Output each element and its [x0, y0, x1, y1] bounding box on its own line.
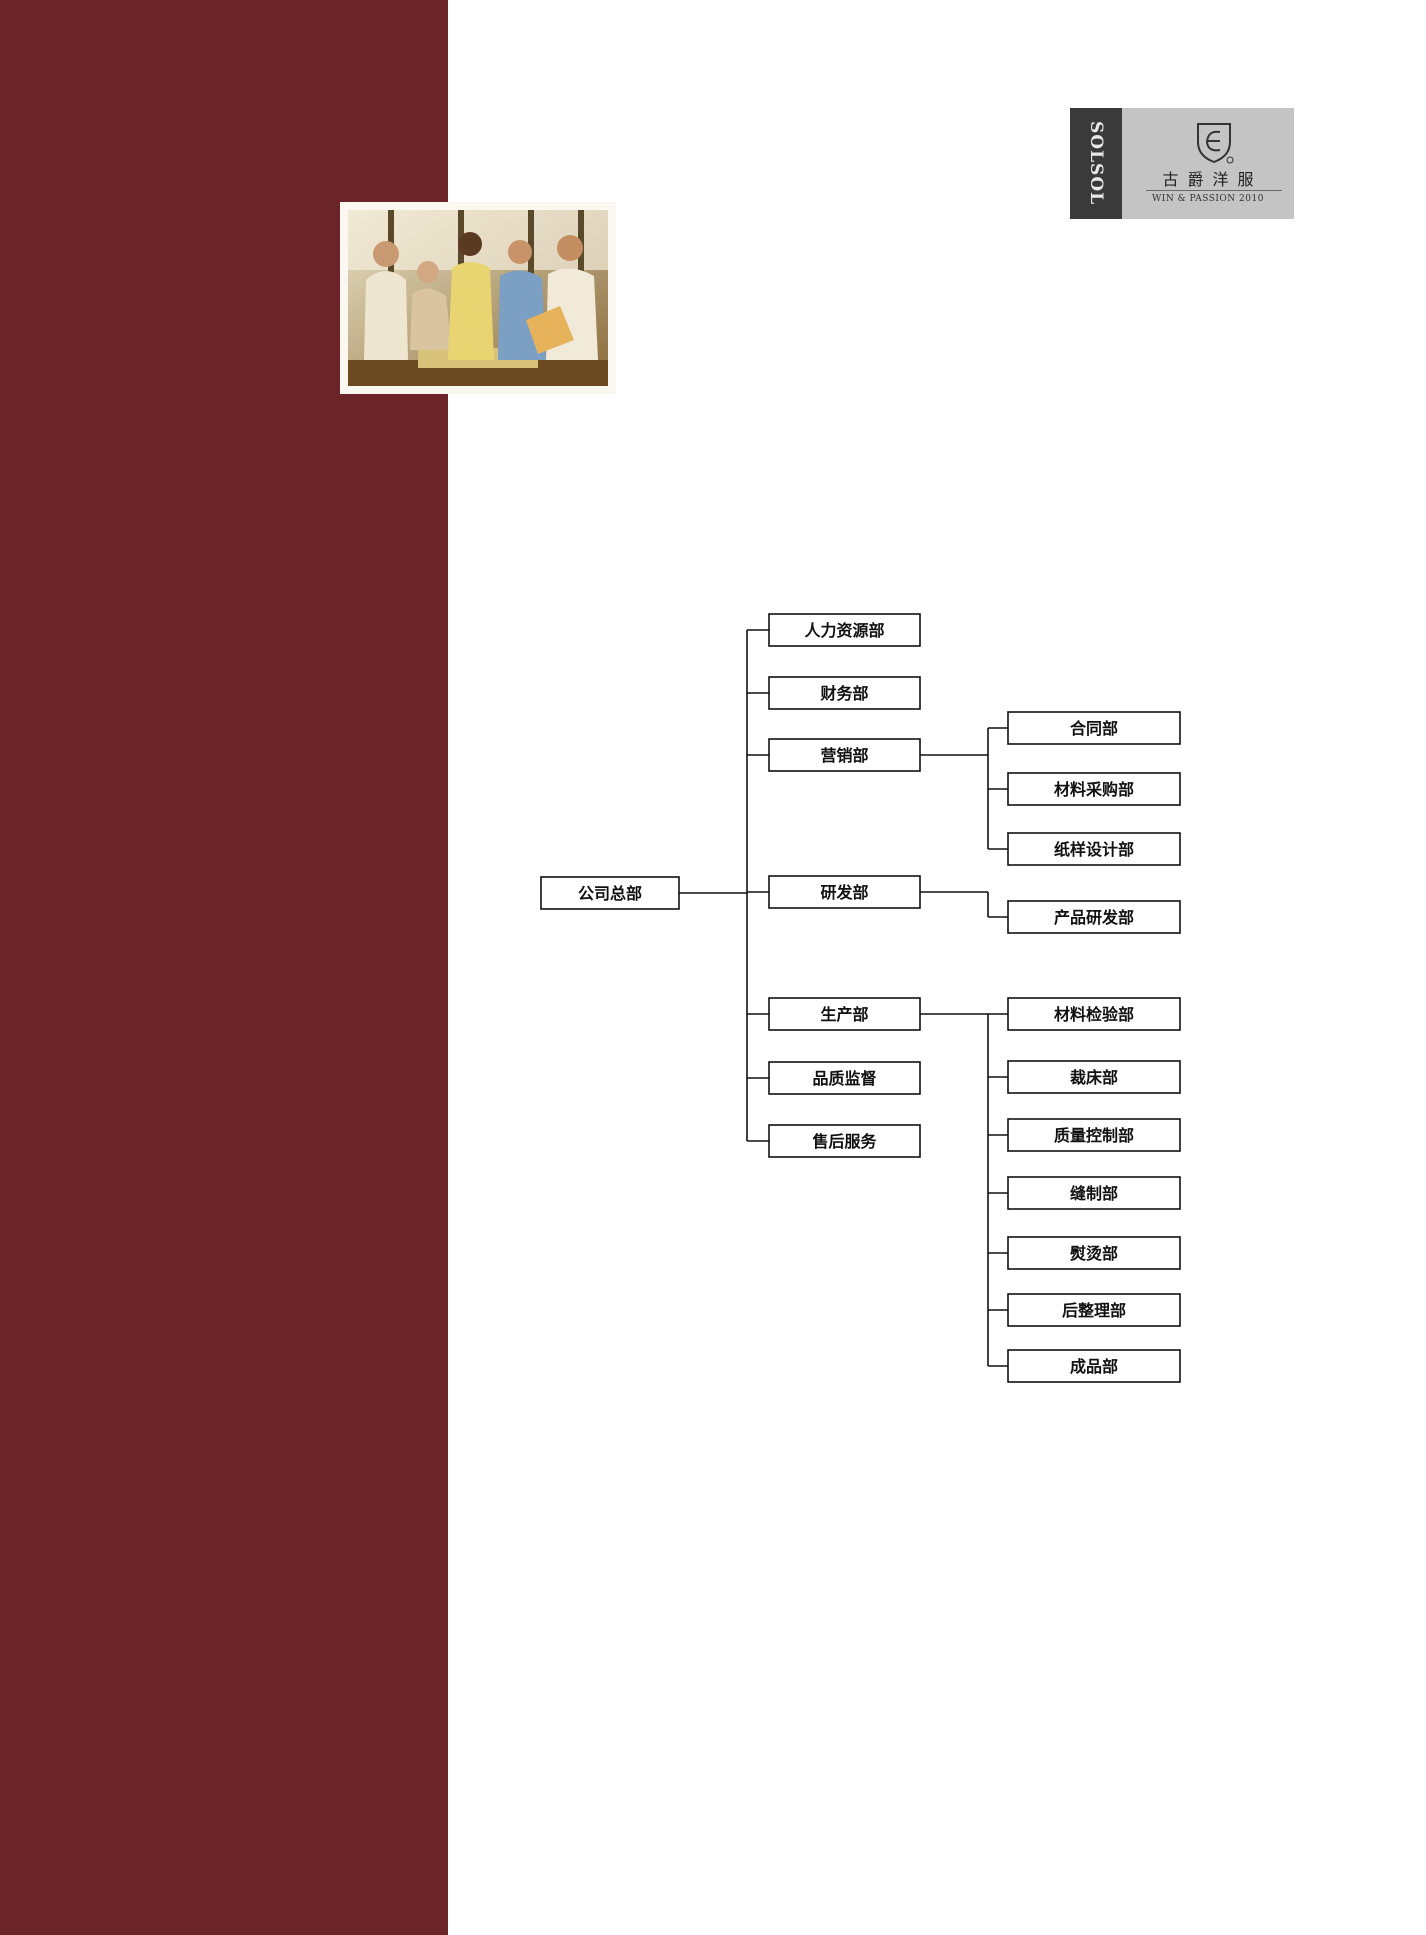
logo-divider	[1146, 190, 1282, 191]
node-label: 熨烫部	[1070, 1244, 1118, 1263]
node-box	[768, 738, 921, 772]
node-box	[768, 1061, 921, 1095]
node-department: 研发部	[768, 875, 921, 909]
business-team-photo-icon	[348, 210, 608, 386]
logo-brand-vertical: SOLSOL	[1086, 121, 1106, 206]
node-department: 售后服务	[768, 1124, 921, 1158]
node-box	[1007, 1236, 1181, 1270]
node-department: 营销部	[768, 738, 921, 772]
node-label: 生产部	[820, 1005, 868, 1024]
node-box	[1007, 1118, 1181, 1152]
node-label: 人力资源部	[804, 621, 884, 640]
node-box	[768, 613, 921, 647]
node-box	[1007, 1060, 1181, 1094]
node-label: 营销部	[820, 746, 868, 765]
node-box	[768, 1124, 921, 1158]
logo-tagline: WIN & PASSION 2010	[1152, 194, 1264, 204]
node-subdepartment: 熨烫部	[1007, 1236, 1181, 1270]
node-subdepartment: 材料检验部	[1007, 997, 1181, 1031]
node-box	[768, 875, 921, 909]
node-box	[1007, 1176, 1181, 1210]
node-box	[768, 676, 921, 710]
node-box	[1007, 1293, 1181, 1327]
node-subdepartment: 材料采购部	[1007, 772, 1181, 806]
node-label: 财务部	[819, 684, 868, 703]
node-department: 人力资源部	[768, 613, 921, 647]
node-label: 产品研发部	[1054, 908, 1134, 927]
node-subdepartment: 纸样设计部	[1007, 832, 1181, 866]
node-label: 材料检验部	[1054, 1005, 1134, 1024]
logo-strip	[1070, 108, 1122, 219]
node-subdepartment: 后整理部	[1007, 1293, 1181, 1327]
node-box	[1007, 900, 1181, 934]
node-subdepartment: 产品研发部	[1007, 900, 1181, 934]
node-label: 合同部	[1070, 719, 1118, 738]
node-subdepartment: 成品部	[1007, 1349, 1181, 1383]
brand-logo: SOLSOL 古爵洋服 WIN & PASSION 2010	[1070, 108, 1294, 219]
node-label: 研发部	[820, 883, 868, 902]
node-box	[1007, 772, 1181, 806]
org-chart-connectors	[679, 629, 1008, 1367]
node-label: 后整理部	[1062, 1301, 1126, 1320]
node-label: 品质监督	[812, 1069, 876, 1088]
team-photo	[340, 202, 616, 394]
node-label: 售后服务	[812, 1132, 877, 1151]
node-box	[540, 876, 680, 910]
node-subdepartment: 质量控制部	[1007, 1118, 1181, 1152]
node-box	[1007, 1349, 1181, 1383]
node-label: 成品部	[1070, 1357, 1118, 1376]
node-subdepartment: 裁床部	[1007, 1060, 1181, 1094]
node-label: 公司总部	[578, 884, 642, 903]
node-label: 质量控制部	[1054, 1126, 1134, 1145]
crest-icon	[1197, 123, 1234, 164]
node-root: 公司总部	[540, 876, 680, 910]
node-label: 裁床部	[1070, 1068, 1118, 1087]
node-box	[1007, 711, 1181, 745]
node-box	[1007, 832, 1181, 866]
node-box	[768, 997, 921, 1031]
node-box	[1007, 997, 1181, 1031]
node-label: 材料采购部	[1054, 780, 1134, 799]
node-subdepartment: 缝制部	[1007, 1176, 1181, 1210]
node-department: 品质监督	[768, 1061, 921, 1095]
node-label: 纸样设计部	[1054, 840, 1134, 859]
node-department: 生产部	[768, 997, 921, 1031]
node-department: 财务部	[768, 676, 921, 710]
logo-chinese-name: 古爵洋服	[1162, 170, 1263, 189]
node-label: 缝制部	[1070, 1184, 1118, 1203]
node-subdepartment: 合同部	[1007, 711, 1181, 745]
